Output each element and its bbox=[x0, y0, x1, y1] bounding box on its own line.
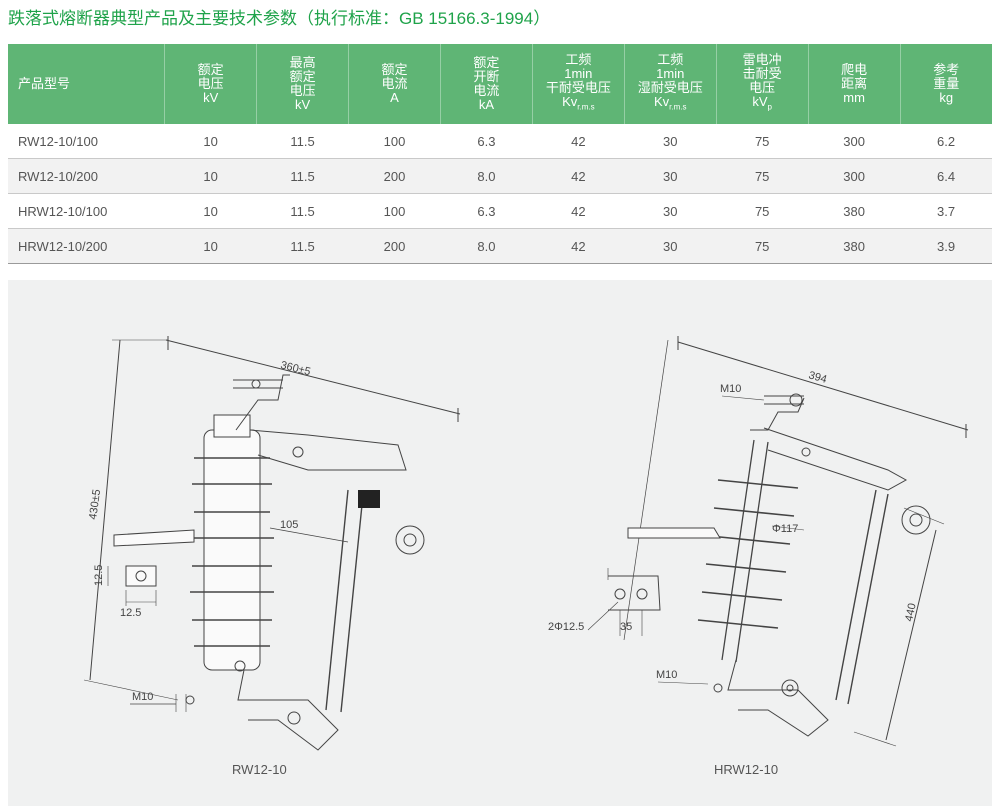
cell-model: RW12-10/200 bbox=[8, 158, 165, 194]
table-cell: 8.0 bbox=[440, 158, 533, 194]
header-model: 产品型号 bbox=[8, 44, 165, 124]
dim-width-right: 394 bbox=[807, 369, 828, 386]
header-impulse-withstand: 雷电冲击耐受电压 kVp bbox=[715, 44, 809, 124]
table-cell: 300 bbox=[808, 158, 901, 194]
cell-model: HRW12-10/200 bbox=[8, 228, 165, 264]
dim-inner-left: 105 bbox=[280, 519, 298, 531]
table-cell: 75 bbox=[716, 158, 809, 194]
dim-hole-h-left: 12.5 bbox=[120, 607, 141, 619]
table-cell: 10 bbox=[164, 228, 257, 264]
caption-rw12: RW12-10 bbox=[232, 762, 287, 777]
table-cell: 42 bbox=[532, 124, 625, 159]
dim-bolt-top-right: M10 bbox=[720, 383, 741, 395]
table-cell: 6.4 bbox=[900, 158, 992, 194]
dim-hole-v-left: 12.5 bbox=[93, 565, 105, 586]
table-cell: 100 bbox=[348, 193, 441, 229]
table-row: RW12-10/200 10 11.5 200 8.0 42 30 75 300… bbox=[8, 158, 992, 194]
table-cell: 200 bbox=[348, 228, 441, 264]
table-cell: 30 bbox=[624, 124, 717, 159]
table-cell: 11.5 bbox=[256, 124, 349, 159]
drawings-panel: 360±5 430±5 105 12.5 12.5 M10 394 440 Φ1… bbox=[8, 280, 992, 806]
table-row: HRW12-10/200 10 11.5 200 8.0 42 30 75 38… bbox=[8, 228, 992, 264]
table-cell: 10 bbox=[164, 124, 257, 159]
table-cell: 11.5 bbox=[256, 228, 349, 264]
table-cell: 380 bbox=[808, 193, 901, 229]
page-title: 跌落式熔断器典型产品及主要技术参数（执行标准：GB 15166.3-1994） bbox=[8, 9, 551, 28]
technical-drawings: 360±5 430±5 105 12.5 12.5 M10 394 440 Φ1… bbox=[83, 336, 969, 751]
table-cell: 75 bbox=[716, 228, 809, 264]
dim-height-left: 430±5 bbox=[87, 489, 103, 521]
table-cell: 3.9 bbox=[900, 228, 992, 264]
dim-diameter-right: Φ117 bbox=[772, 523, 798, 535]
table-cell: 11.5 bbox=[256, 193, 349, 229]
caption-hrw12: HRW12-10 bbox=[714, 762, 779, 777]
cell-model: RW12-10/100 bbox=[8, 124, 165, 159]
table-cell: 8.0 bbox=[440, 228, 533, 264]
table-cell: 75 bbox=[716, 124, 809, 159]
table-cell: 42 bbox=[532, 158, 625, 194]
table-cell: 10 bbox=[164, 158, 257, 194]
table-cell: 3.7 bbox=[900, 193, 992, 229]
table-cell: 300 bbox=[808, 124, 901, 159]
table-cell: 6.3 bbox=[440, 193, 533, 229]
table-cell: 10 bbox=[164, 193, 257, 229]
table-cell: 200 bbox=[348, 158, 441, 194]
table-cell: 6.3 bbox=[440, 124, 533, 159]
rw12-drawing bbox=[83, 336, 461, 751]
table-cell: 100 bbox=[348, 124, 441, 159]
table-cell: 6.2 bbox=[900, 124, 992, 159]
table-cell: 30 bbox=[624, 193, 717, 229]
table-cell: 30 bbox=[624, 228, 717, 264]
cell-model: HRW12-10/100 bbox=[8, 193, 165, 229]
table-cell: 42 bbox=[532, 228, 625, 264]
table-cell: 75 bbox=[716, 193, 809, 229]
table-cell: 42 bbox=[532, 193, 625, 229]
table-cell: 30 bbox=[624, 158, 717, 194]
dim-bolt-bottom-right: M10 bbox=[656, 669, 677, 681]
table-cell: 380 bbox=[808, 228, 901, 264]
dim-holes-right: 2Φ12.5 bbox=[548, 621, 584, 633]
dim-height-right: 440 bbox=[903, 602, 919, 622]
table-row: RW12-10/100 10 11.5 100 6.3 42 30 75 300… bbox=[8, 124, 992, 159]
dim-bolt-left: M10 bbox=[132, 691, 153, 703]
hrw12-drawing bbox=[587, 336, 969, 747]
table-cell: 11.5 bbox=[256, 158, 349, 194]
dim-spacing-right: 35 bbox=[620, 621, 632, 633]
table-row: HRW12-10/100 10 11.5 100 6.3 42 30 75 38… bbox=[8, 193, 992, 229]
